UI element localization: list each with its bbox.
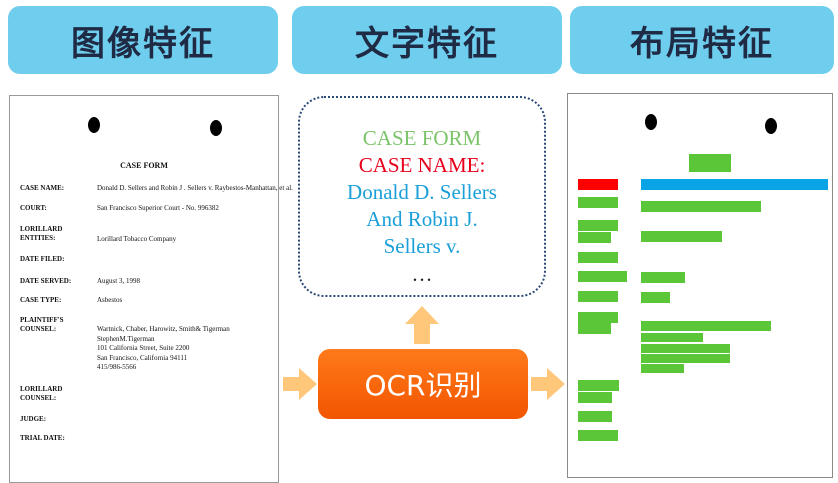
field-label: LORILLARD COUNSEL: [20, 385, 63, 402]
field-value: Asbestos [97, 296, 287, 306]
layout-block-label [578, 312, 618, 323]
field-label: TRIAL DATE: [20, 434, 65, 442]
punch-hole-right [765, 118, 777, 134]
field-value: Wartnick, Chaber, Harowitz, Smith& Tiger… [97, 325, 287, 373]
bubble-line-name-1: Donald D. Sellers [347, 180, 497, 204]
bubble-line-name-2: And Robin J. [366, 207, 478, 231]
value-line: Donald D. Sellers and Robin J . Sellers … [97, 184, 293, 192]
field-label: LORILLARD ENTITIES: [20, 225, 63, 242]
document-title: CASE FORM [120, 161, 168, 170]
layout-block-title [689, 154, 731, 172]
value-line: 415/986-5566 [97, 363, 137, 371]
layout-block-key [578, 179, 618, 190]
value-line: Asbestos [97, 296, 123, 304]
field-label: CASE TYPE: [20, 296, 62, 304]
layout-block-label [578, 271, 627, 282]
ocr-recognition-button[interactable]: OCR识别 [318, 349, 528, 419]
layout-block-value [641, 333, 703, 342]
header-image-features: 图像特征 [8, 6, 278, 74]
layout-block-value [641, 272, 685, 283]
value-line: Wartnick, Chaber, Harowitz, Smith& Tiger… [97, 325, 230, 333]
document-image: CASE FORM CASE NAME: Donald D. Sellers a… [9, 95, 293, 483]
layout-feature-panel [567, 93, 833, 478]
field-label: PLAINTIFF'S COUNSEL: [20, 316, 64, 333]
arrow-right-icon [283, 368, 317, 400]
field-value: August 3, 1998 [97, 277, 287, 287]
value-line: San Francisco, California 94111 [97, 353, 188, 362]
field-value: Donald D. Sellers and Robin J . Sellers … [97, 184, 293, 194]
header-text-features: 文字特征 [292, 6, 562, 74]
arrow-up-icon [405, 306, 439, 344]
layout-block-value [641, 321, 771, 331]
punch-hole-left [645, 114, 657, 130]
value-line: StephenM.Tigerman [97, 334, 155, 343]
layout-block-label [578, 252, 618, 263]
arrow-right-icon [531, 368, 565, 400]
layout-block-value [641, 292, 670, 303]
bubble-line-ellipsis: … [411, 262, 433, 286]
layout-block-value [641, 364, 684, 373]
text-feature-bubble: CASE FORM CASE NAME: Donald D. Sellers A… [298, 96, 546, 297]
layout-block-label [578, 411, 612, 422]
value-line: San Francisco Superior Court - No. 99638… [97, 204, 219, 212]
punch-hole-right [210, 120, 222, 136]
bubble-line-name-3: Sellers v. [383, 234, 461, 258]
field-value: Lorillard Tobacco Company [97, 235, 287, 245]
layout-block-label [578, 323, 611, 334]
layout-block-label [578, 232, 611, 243]
layout-block-value [641, 179, 828, 190]
bubble-line-case-form: CASE FORM [362, 126, 482, 150]
value-line: Lorillard Tobacco Company [97, 235, 177, 243]
field-label: DATE SERVED: [20, 277, 72, 285]
layout-block-label [578, 392, 612, 403]
layout-block-value [641, 354, 730, 363]
value-line: 101 California Street, Suite 2200 [97, 344, 190, 352]
layout-block-value [641, 231, 722, 242]
field-value: San Francisco Superior Court - No. 99638… [97, 204, 287, 214]
field-label: JUDGE: [20, 415, 47, 423]
layout-block-label [578, 197, 618, 208]
layout-block-value [641, 201, 761, 212]
field-label: DATE FILED: [20, 255, 65, 263]
layout-block-value [641, 344, 730, 353]
layout-block-label [578, 220, 618, 231]
value-line: August 3, 1998 [97, 277, 140, 285]
field-label: CASE NAME: [20, 184, 65, 192]
punch-hole-left [88, 117, 100, 133]
layout-block-label [578, 380, 619, 391]
header-layout-features: 布局特征 [570, 6, 834, 74]
layout-block-label [578, 291, 618, 302]
bubble-line-case-name: CASE NAME: [358, 153, 486, 177]
layout-block-label [578, 430, 618, 441]
field-label: COURT: [20, 204, 47, 212]
